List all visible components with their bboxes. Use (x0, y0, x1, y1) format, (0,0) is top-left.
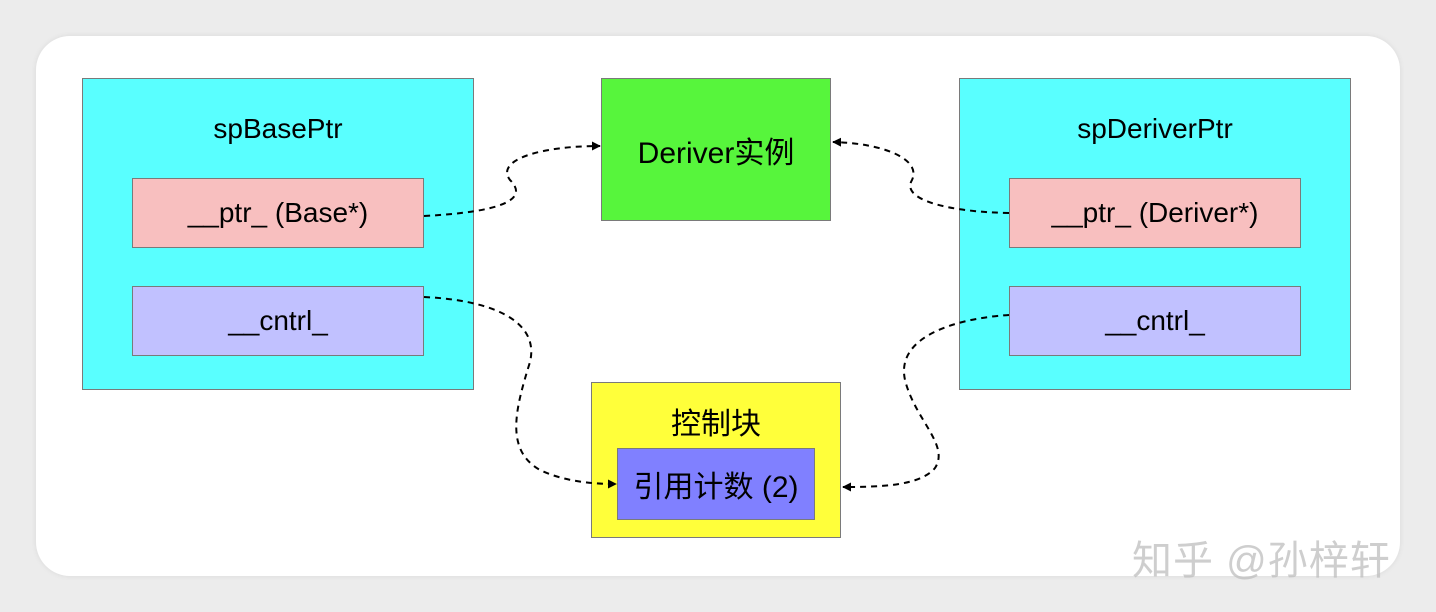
watermark-text: 知乎 @孙梓轩 (1132, 539, 1391, 583)
sp-deriver-ptr-field-label: __ptr_ (Deriver*) (1051, 197, 1259, 228)
ref-count-label: 引用计数 (2) (633, 471, 799, 504)
arrow-deriver-ptr-to-instance (832, 137, 1010, 214)
sp-base-ptr-field-label: __ptr_ (Base*) (187, 197, 369, 228)
control-block-title: 控制块 (671, 408, 761, 441)
sp-base-ptr-title: spBasePtr (213, 113, 343, 144)
sp-base-cntrl-field: __cntrl_ (132, 286, 424, 356)
sp-deriver-ptr-field: __ptr_ (Deriver*) (1009, 178, 1301, 248)
sp-deriver-cntrl-field-label: __cntrl_ (1105, 305, 1205, 336)
deriver-instance-box: Deriver实例 (601, 78, 831, 221)
arrow-base-cntrl-to-ref-count (423, 296, 617, 489)
sp-deriver-ptr-title: spDeriverPtr (1077, 113, 1233, 144)
arrow-deriver-cntrl-to-ref-count (842, 314, 1010, 492)
deriver-instance-label: Deriver实例 (637, 136, 795, 170)
sp-base-ptr-field: __ptr_ (Base*) (132, 178, 424, 248)
sp-deriver-cntrl-field: __cntrl_ (1009, 286, 1301, 356)
ref-count-box: 引用计数 (2) (617, 448, 815, 520)
sp-base-cntrl-field-label: __cntrl_ (228, 305, 328, 336)
arrow-base-ptr-to-instance (423, 141, 601, 217)
